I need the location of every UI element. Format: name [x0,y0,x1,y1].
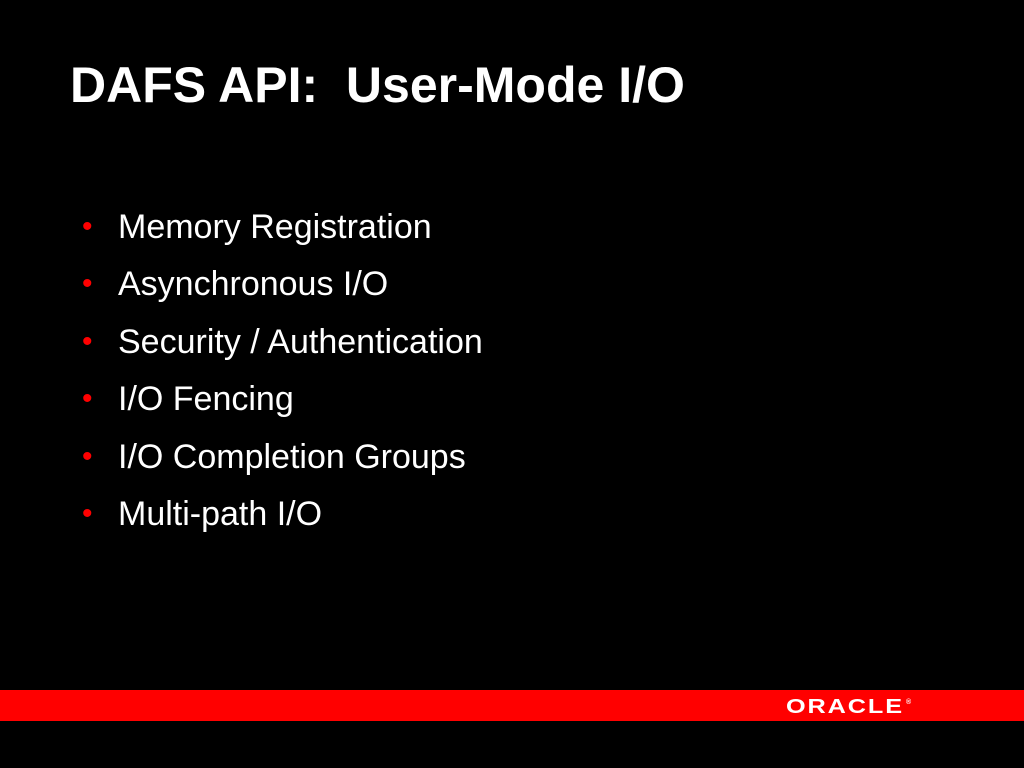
list-item: • Multi-path I/O [82,486,483,544]
bullet-text: Memory Registration [118,207,432,246]
bullet-icon: • [82,209,93,243]
bullet-icon: • [82,497,93,531]
list-item: • Security / Authentication [82,313,483,371]
bullet-list: • Memory Registration • Asynchronous I/O… [82,198,483,543]
trademark-symbol: ® [906,698,912,706]
bullet-text: Security / Authentication [118,322,483,361]
bullet-icon: • [82,439,93,473]
list-item: • Memory Registration [82,198,483,256]
bullet-icon: • [82,267,93,301]
list-item: • Asynchronous I/O [82,256,483,314]
list-item: • I/O Completion Groups [82,428,483,486]
bullet-icon: • [82,324,93,358]
bullet-text: Multi-path I/O [118,495,323,534]
footer-bar: ORACLE ® [0,690,1024,721]
bullet-text: Asynchronous I/O [118,265,389,304]
oracle-logo-icon: ORACLE ® [786,696,912,717]
oracle-logo: ORACLE ® [786,692,914,719]
list-item: • I/O Fencing [82,371,483,429]
bullet-icon: • [82,382,93,416]
bullet-text: I/O Fencing [118,380,294,419]
slide-title: DAFS API: User-Mode I/O [70,57,685,113]
logo-text: ORACLE [786,696,904,717]
bullet-text: I/O Completion Groups [118,437,466,476]
